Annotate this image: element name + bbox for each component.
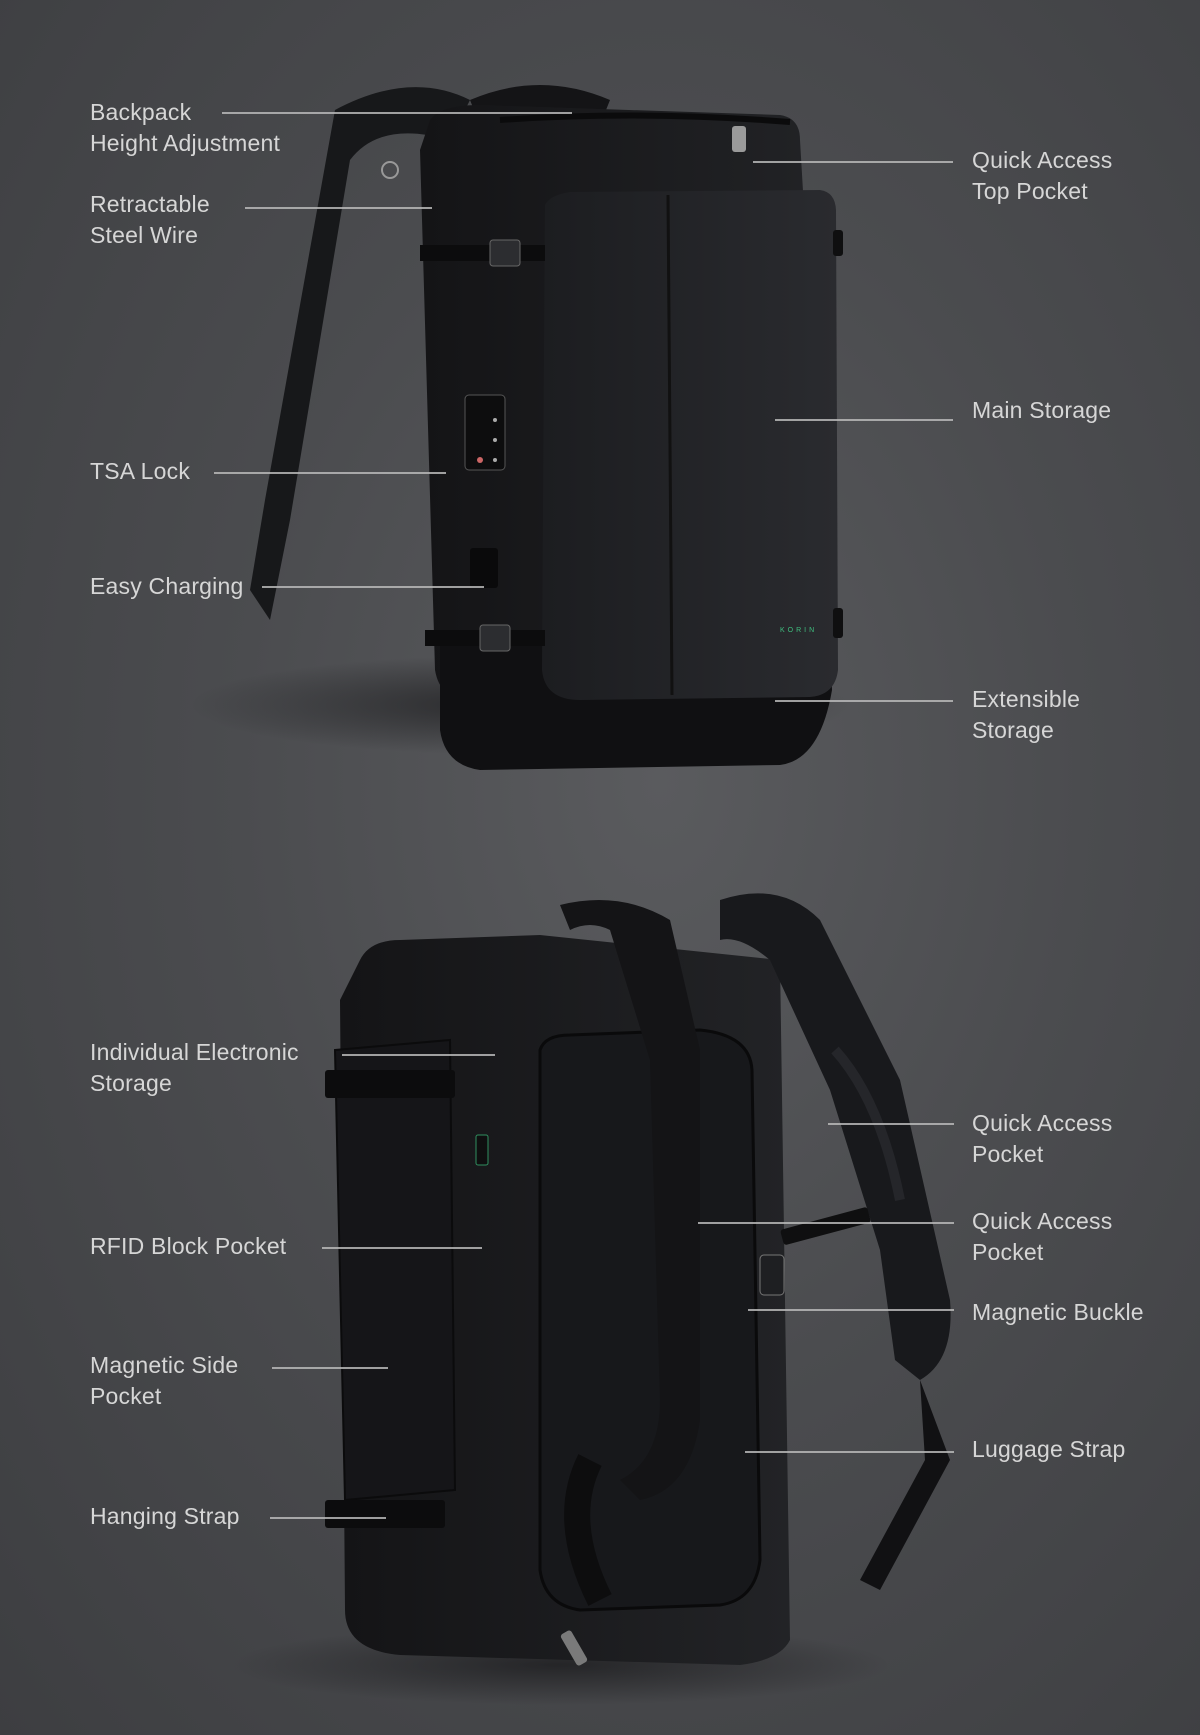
callout-text: Quick Access bbox=[972, 1208, 1113, 1234]
front-backpack: KORIN bbox=[190, 85, 850, 770]
callout-text: Storage bbox=[972, 717, 1054, 743]
callout-text: RFID Block Pocket bbox=[90, 1233, 287, 1259]
callout-text: Magnetic Buckle bbox=[972, 1299, 1144, 1325]
callout-text: TSA Lock bbox=[90, 458, 191, 484]
leader-line bbox=[214, 472, 446, 474]
leader-line bbox=[775, 700, 953, 702]
leader-line bbox=[222, 112, 572, 114]
callout-text: Backpack bbox=[90, 99, 192, 125]
leader-line bbox=[270, 1517, 386, 1519]
callout-text: Individual Electronic bbox=[90, 1039, 299, 1065]
leader-line bbox=[245, 207, 432, 209]
callout-text: Luggage Strap bbox=[972, 1436, 1126, 1462]
callout-text: Magnetic Side bbox=[90, 1352, 239, 1378]
callout-magnetic-side-pocket: Magnetic Side Pocket bbox=[90, 1350, 238, 1412]
callout-quick-access-pocket-1: Quick Access Pocket bbox=[972, 1108, 1112, 1170]
callout-text: Storage bbox=[90, 1070, 172, 1096]
leader-line bbox=[828, 1123, 954, 1125]
leader-line bbox=[262, 586, 484, 588]
leader-line bbox=[748, 1309, 954, 1311]
callout-text: Easy Charging bbox=[90, 573, 244, 599]
back-backpack bbox=[230, 893, 951, 1705]
callout-tsa-lock: TSA Lock bbox=[90, 456, 190, 487]
callout-text: Pocket bbox=[90, 1383, 162, 1409]
callout-magnetic-buckle: Magnetic Buckle bbox=[972, 1297, 1144, 1328]
callout-text: Main Storage bbox=[972, 397, 1112, 423]
callout-quick-access-top-pocket: Quick Access Top Pocket bbox=[972, 145, 1112, 207]
callout-rfid-block-pocket: RFID Block Pocket bbox=[90, 1231, 286, 1262]
callout-luggage-strap: Luggage Strap bbox=[972, 1434, 1126, 1465]
callout-easy-charging: Easy Charging bbox=[90, 571, 243, 602]
callout-retractable-steel-wire: Retractable Steel Wire bbox=[90, 189, 210, 251]
leader-line bbox=[342, 1054, 495, 1056]
leader-line bbox=[745, 1451, 954, 1453]
callout-text: Extensible bbox=[972, 686, 1081, 712]
callout-main-storage: Main Storage bbox=[972, 395, 1111, 426]
leader-line bbox=[322, 1247, 482, 1249]
callout-text: Top Pocket bbox=[972, 178, 1088, 204]
callout-text: Retractable bbox=[90, 191, 210, 217]
callout-text: Steel Wire bbox=[90, 222, 199, 248]
callout-text: Quick Access bbox=[972, 147, 1113, 173]
callout-text: Hanging Strap bbox=[90, 1503, 240, 1529]
leader-line bbox=[775, 419, 953, 421]
callout-individual-electronic-storage: Individual Electronic Storage bbox=[90, 1037, 299, 1099]
brand-mark: KORIN bbox=[780, 627, 817, 634]
callout-text: Pocket bbox=[972, 1141, 1044, 1167]
callout-extensible-storage: Extensible Storage bbox=[972, 684, 1080, 746]
leader-line bbox=[753, 161, 953, 163]
callout-text: Pocket bbox=[972, 1239, 1044, 1265]
callout-hanging-strap: Hanging Strap bbox=[90, 1501, 240, 1532]
leader-line bbox=[272, 1367, 388, 1369]
callout-text: Quick Access bbox=[972, 1110, 1113, 1136]
leader-line bbox=[698, 1222, 954, 1224]
callout-text: Height Adjustment bbox=[90, 130, 281, 156]
callout-backpack-height-adjustment: Backpack Height Adjustment bbox=[90, 97, 280, 159]
callout-quick-access-pocket-2: Quick Access Pocket bbox=[972, 1206, 1112, 1268]
